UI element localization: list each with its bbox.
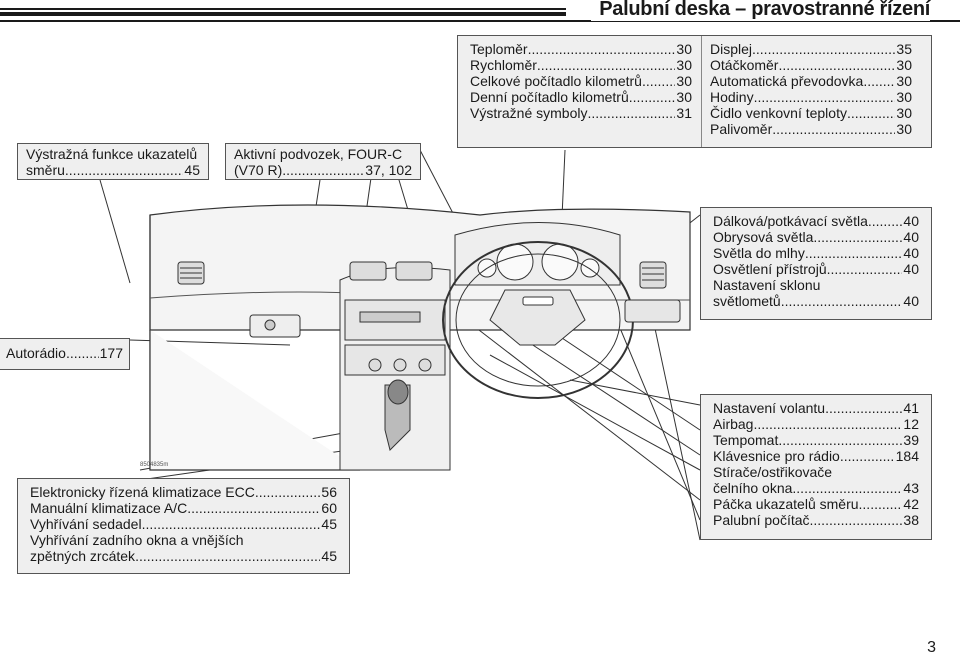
box-hazard-warning: Výstražná funkce ukazatelů směru 45 <box>17 143 209 180</box>
hazard-entry: směru 45 <box>26 162 200 178</box>
steering-entry: Nastavení volantu41 <box>713 400 919 416</box>
box-instruments: Teploměr30 Rychloměr30 Celkové počítadlo… <box>457 35 932 148</box>
instruments-left-column: Teploměr30 Rychloměr30 Celkové počítadlo… <box>470 41 692 121</box>
steering-entry: Klávesnice pro rádio184 <box>713 448 919 464</box>
lights-headlamp-line1: Nastavení sklonu <box>713 277 821 293</box>
instrument-entry: Teploměr30 <box>470 41 692 57</box>
instrument-entry: Výstražné symboly31 <box>470 105 692 121</box>
box-climate: Elektronicky řízená klimatizace ECC56 Ma… <box>17 478 350 574</box>
box-radio: Autorádio177 <box>0 338 130 370</box>
climate-rear-heat-line1: Vyhřívání zadního okna a vnějších <box>30 532 244 548</box>
lights-entry: Světla do mlhy40 <box>713 245 919 261</box>
chassis-page: 37, 102 <box>365 162 412 178</box>
steering-entry: čelního okna43 <box>713 480 919 496</box>
instrument-entry: Rychloměr30 <box>470 57 692 73</box>
lights-entry: Dálková/potkávací světla40 <box>713 213 919 229</box>
climate-entry: Manuální klimatizace A/C60 <box>30 500 337 516</box>
steering-entry: Palubní počítač38 <box>713 512 919 528</box>
chassis-label-line2: (V70 R) <box>234 162 283 178</box>
radio-entry: Autorádio177 <box>6 345 123 361</box>
steering-entry: Páčka ukazatelů směru42 <box>713 496 919 512</box>
lights-entry: světlometů40 <box>713 293 919 309</box>
lights-entry: Obrysová světla40 <box>713 229 919 245</box>
leader-dots <box>282 162 364 178</box>
header-rule-bottom <box>0 20 960 22</box>
column-divider <box>701 36 702 147</box>
hazard-label-line2: směru <box>26 162 65 178</box>
instrument-entry: Automatická převodovka30 <box>710 73 912 89</box>
box-lights: Dálková/potkávací světla40 Obrysová svět… <box>700 207 932 320</box>
image-code: 8504835m <box>140 462 168 468</box>
instrument-entry: Denní počítadlo kilometrů30 <box>470 89 692 105</box>
climate-entry: zpětných zrcátek45 <box>30 548 337 564</box>
instrument-entry: Otáčkoměr30 <box>710 57 912 73</box>
lights-entry: Osvětlení přístrojů40 <box>713 261 919 277</box>
header-rule-mid <box>0 12 566 16</box>
hazard-label-line1: Výstražná funkce ukazatelů <box>26 146 198 162</box>
box-steering: Nastavení volantu41 Airbag12 Tempomat39 … <box>700 394 932 540</box>
steering-entry: Tempomat39 <box>713 432 919 448</box>
header-rule-top <box>0 8 566 10</box>
chassis-label-line1: Aktivní podvozek, FOUR-C <box>234 146 403 162</box>
box-active-chassis: Aktivní podvozek, FOUR-C (V70 R) 37, 102 <box>225 143 421 180</box>
instrument-entry: Čidlo venkovní teploty30 <box>710 105 912 121</box>
instrument-entry: Hodiny30 <box>710 89 912 105</box>
chassis-entry: (V70 R) 37, 102 <box>234 162 412 178</box>
hazard-page: 45 <box>184 162 200 178</box>
climate-entry: Vyhřívání sedadel45 <box>30 516 337 532</box>
page-title: Palubní deska – pravostranné řízení <box>591 0 930 21</box>
instruments-right-column: Displej35 Otáčkoměr30 Automatická převod… <box>710 41 912 137</box>
wiper-line1: Stírače/ostřikovače <box>713 464 833 480</box>
page-number: 3 <box>927 639 936 656</box>
leader-dots <box>65 162 184 178</box>
instrument-entry: Displej35 <box>710 41 912 57</box>
steering-entry: Airbag12 <box>713 416 919 432</box>
climate-entry: Elektronicky řízená klimatizace ECC56 <box>30 484 337 500</box>
instrument-entry: Palivoměr30 <box>710 121 912 137</box>
instrument-entry: Celkové počítadlo kilometrů30 <box>470 73 692 89</box>
